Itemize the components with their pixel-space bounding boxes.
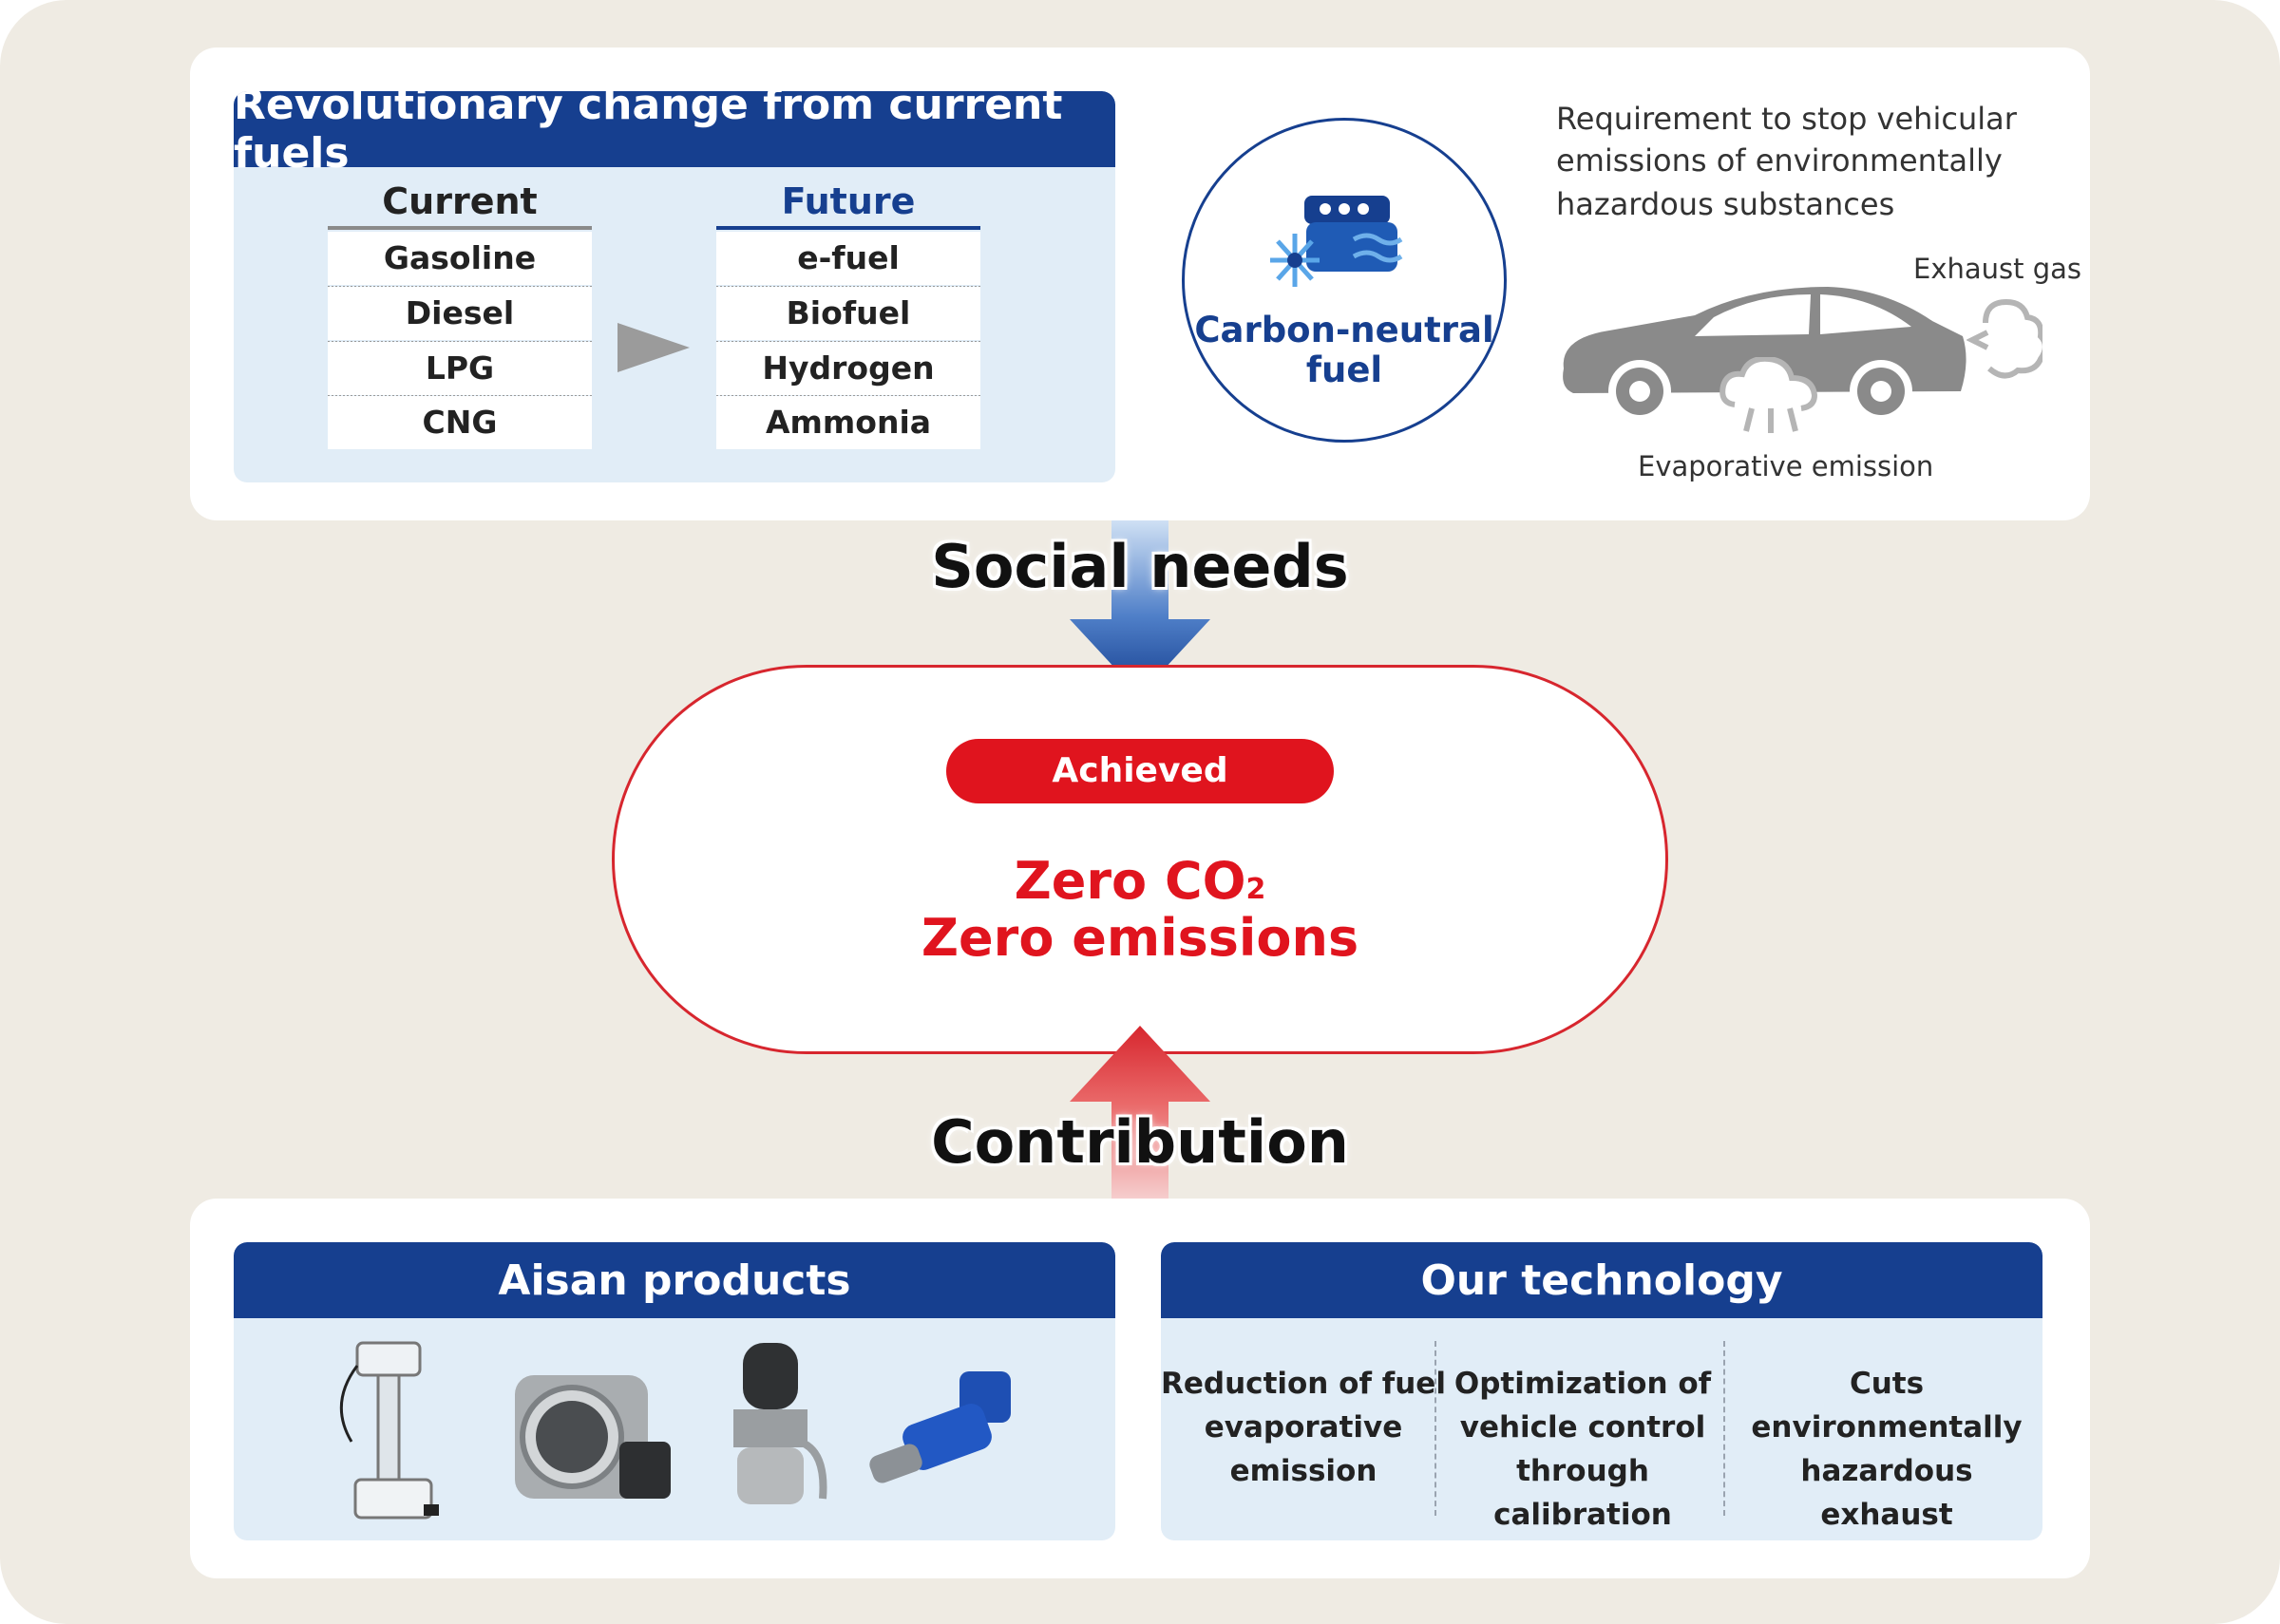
requirement-line: Requirement to stop vehicular — [1556, 101, 2017, 137]
arrow-right-icon — [618, 323, 690, 372]
zero-co2-text: Zero CO — [1014, 851, 1246, 911]
evaporative-emission-label: Evaporative emission — [1638, 450, 1934, 482]
carbon-neutral-circle — [1182, 118, 1507, 443]
technology-item-line: emission — [1229, 1454, 1378, 1488]
achieved-badge: Achieved — [946, 739, 1334, 803]
technology-item-line: vehicle control — [1459, 1410, 1706, 1445]
technology-item-line: through calibration — [1493, 1454, 1672, 1532]
future-fuel-item: Ammonia — [716, 396, 980, 449]
exhaust-cloud-icon — [1966, 298, 2042, 379]
technology-divider — [1434, 1341, 1436, 1516]
technology-divider — [1723, 1341, 1725, 1516]
future-fuel-item: Hydrogen — [716, 342, 980, 395]
technology-item-exhaust: Cuts environmentally hazardous exhaust e… — [1738, 1362, 2035, 1540]
technology-item-line: Reduction of fuel — [1161, 1367, 1446, 1401]
requirement-line: emissions of environmentally — [1556, 142, 2003, 179]
current-header: Current — [382, 180, 538, 222]
current-fuel-item: LPG — [328, 342, 592, 395]
technology-item-calibration: Optimization of vehicle control through … — [1440, 1362, 1725, 1537]
future-header: Future — [781, 180, 916, 222]
future-header-rule — [716, 226, 980, 230]
aisan-products-box: Aisan products — [234, 1242, 1115, 1540]
exhaust-gas-label: Exhaust gas — [1913, 253, 2082, 285]
fuel-pump-module-icon — [339, 1341, 439, 1520]
future-fuel-item: Biofuel — [716, 287, 980, 340]
technology-item-line: evaporative — [1204, 1410, 1403, 1445]
fuel-injector-icon — [869, 1371, 1011, 1483]
evaporation-cloud-icon — [1720, 357, 1818, 433]
our-technology-box: Our technology Reduction of fuel evapora… — [1161, 1242, 2042, 1540]
technology-item-line: Optimization of — [1454, 1367, 1712, 1401]
future-fuel-item: e-fuel — [716, 232, 980, 285]
zero-co2-label: Zero CO2 — [612, 851, 1668, 911]
car-icon — [1563, 287, 1966, 423]
egr-valve-icon — [733, 1343, 827, 1504]
zero-emissions-label: Zero emissions — [921, 908, 1359, 968]
technology-item-line: emission — [1738, 1537, 2035, 1540]
requirement-line: hazardous substances — [1556, 186, 1895, 222]
our-technology-title: Our technology — [1161, 1242, 2042, 1318]
technology-item-evaporative: Reduction of fuel evaporative emission — [1161, 1362, 1446, 1493]
throttle-body-icon — [515, 1375, 671, 1499]
technology-item-line: Cuts environmentally — [1751, 1367, 2023, 1445]
arrow-down-icon — [1070, 520, 1210, 695]
current-header-rule — [328, 226, 592, 230]
carbon-neutral-label-line2: fuel — [1305, 349, 1383, 390]
current-fuel-item: CNG — [328, 396, 592, 449]
current-fuel-item: Diesel — [328, 287, 592, 340]
arrow-up-icon — [1070, 1026, 1210, 1200]
technology-item-line: hazardous exhaust — [1800, 1454, 1973, 1532]
carbon-neutral-label-line1: Carbon-neutral — [1194, 310, 1494, 350]
fuels-box: Revolutionary change from current fuels … — [234, 91, 1115, 482]
aisan-products-title: Aisan products — [234, 1242, 1115, 1318]
engine-icon — [1270, 196, 1403, 287]
zero-co2-subscript: 2 — [1245, 873, 1266, 906]
social-needs-label: Social needs — [931, 532, 1349, 601]
current-fuel-item: Gasoline — [328, 232, 592, 285]
contribution-label: Contribution — [931, 1107, 1349, 1177]
fuels-box-title: Revolutionary change from current fuels — [234, 91, 1115, 178]
